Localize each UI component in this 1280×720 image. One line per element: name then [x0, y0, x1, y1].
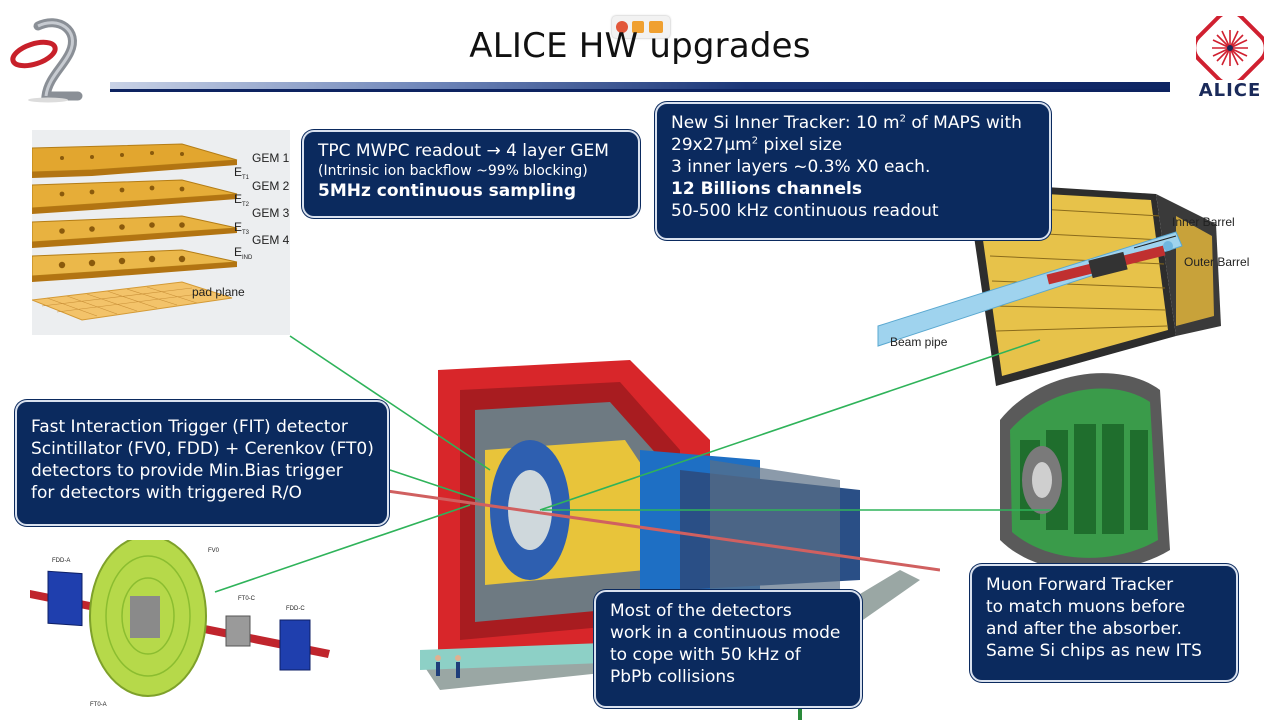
- gem4-label: GEM 4: [252, 233, 290, 247]
- fdd-c-label: FDD-C: [286, 606, 305, 612]
- title-rule-dark: [110, 89, 1170, 92]
- mft-line4: Same Si chips as new ITS: [986, 641, 1202, 662]
- mft-line3: and after the absorber.: [986, 619, 1182, 640]
- its-line2: 29x27μm2 pixel size: [671, 135, 843, 156]
- pad-plane-label: pad plane: [192, 285, 245, 299]
- alice-starburst-icon: [1192, 10, 1268, 86]
- gem-stack-figure: GEM 1 GEM 2 GEM 3 GEM 4 pad plane E T1 E…: [32, 130, 290, 335]
- its-info-box: New Si Inner Tracker: 10 m2 of MAPS with…: [655, 102, 1051, 240]
- gem3-label: GEM 3: [252, 206, 290, 220]
- fv0-label: FV0: [208, 548, 220, 554]
- mft-info-box: Muon Forward Tracker to match muons befo…: [970, 564, 1238, 682]
- mft-line1: Muon Forward Tracker: [986, 575, 1174, 595]
- tpc-line2: (Intrinsic ion backflow ~99% blocking): [318, 163, 588, 180]
- recording-toolbar[interactable]: [612, 16, 670, 38]
- det-line4: PbPb collisions: [610, 667, 736, 688]
- fit-line3: detectors to provide Min.Bias trigger: [31, 461, 343, 482]
- gap-label-3: E: [234, 220, 242, 234]
- gap-label-2: E: [234, 192, 242, 206]
- fit-line4: for detectors with triggered R/O: [31, 483, 302, 504]
- its-line1: New Si Inner Tracker: 10 m2 of MAPS with: [671, 113, 1022, 133]
- its-line3: 3 inner layers ~0.3% X0 each.: [671, 157, 931, 178]
- fit-figure: FDD-A FV0 FT0-C FDD-C FT0-A: [30, 540, 330, 708]
- mft-figure: [1000, 373, 1170, 572]
- gap-sub-2: T2: [242, 202, 250, 208]
- gap-label-1: E: [234, 165, 242, 179]
- tpc-info-box: TPC MWPC readout → 4 layer GEM (Intrinsi…: [302, 130, 640, 218]
- gem1-label: GEM 1: [252, 151, 290, 165]
- det-line2: work in a continuous mode: [610, 623, 841, 644]
- recording-controls-icon: [616, 21, 663, 33]
- gap-sub-4: IND: [242, 255, 253, 261]
- its-line4: 12 Billions channels: [671, 179, 862, 200]
- gem-foils: [32, 143, 238, 282]
- gap-sub-1: T1: [242, 175, 250, 181]
- fit-info-box: Fast Interaction Trigger (FIT) detector …: [15, 400, 389, 526]
- gap-label-4: E: [234, 245, 242, 259]
- tpc-line3: 5MHz continuous sampling: [318, 181, 577, 202]
- detectors-info-box: Most of the detectors work in a continuo…: [594, 590, 862, 708]
- fit-line2: Scintillator (FV0, FDD) + Cerenkov (FT0): [31, 439, 374, 460]
- alice-logo-text: ALICE: [1198, 80, 1262, 101]
- fit-line1: Fast Interaction Trigger (FIT) detector: [31, 417, 348, 437]
- slide-title: ALICE HW upgrades: [469, 26, 811, 66]
- inner-barrel-label: Inner Barrel: [1172, 215, 1235, 229]
- outer-barrel-label: Outer Barrel: [1184, 255, 1249, 269]
- mft-line2: to match muons before: [986, 597, 1186, 618]
- ft0-c-label: FT0-C: [238, 596, 256, 602]
- o2-logo-icon: [10, 18, 83, 103]
- tpc-line1: TPC MWPC readout → 4 layer GEM: [318, 141, 609, 161]
- det-line3: to cope with 50 kHz of: [610, 645, 801, 666]
- gem2-label: GEM 2: [252, 179, 290, 193]
- its-line5: 50-500 kHz continuous readout: [671, 201, 939, 222]
- det-line1: Most of the detectors: [610, 601, 792, 621]
- alice-logo: ALICE: [1192, 10, 1268, 102]
- fdd-a-label: FDD-A: [52, 558, 70, 564]
- title-rule: [110, 82, 1170, 92]
- gap-sub-3: T3: [242, 230, 250, 236]
- ft0-a-label: FT0-A: [90, 702, 107, 708]
